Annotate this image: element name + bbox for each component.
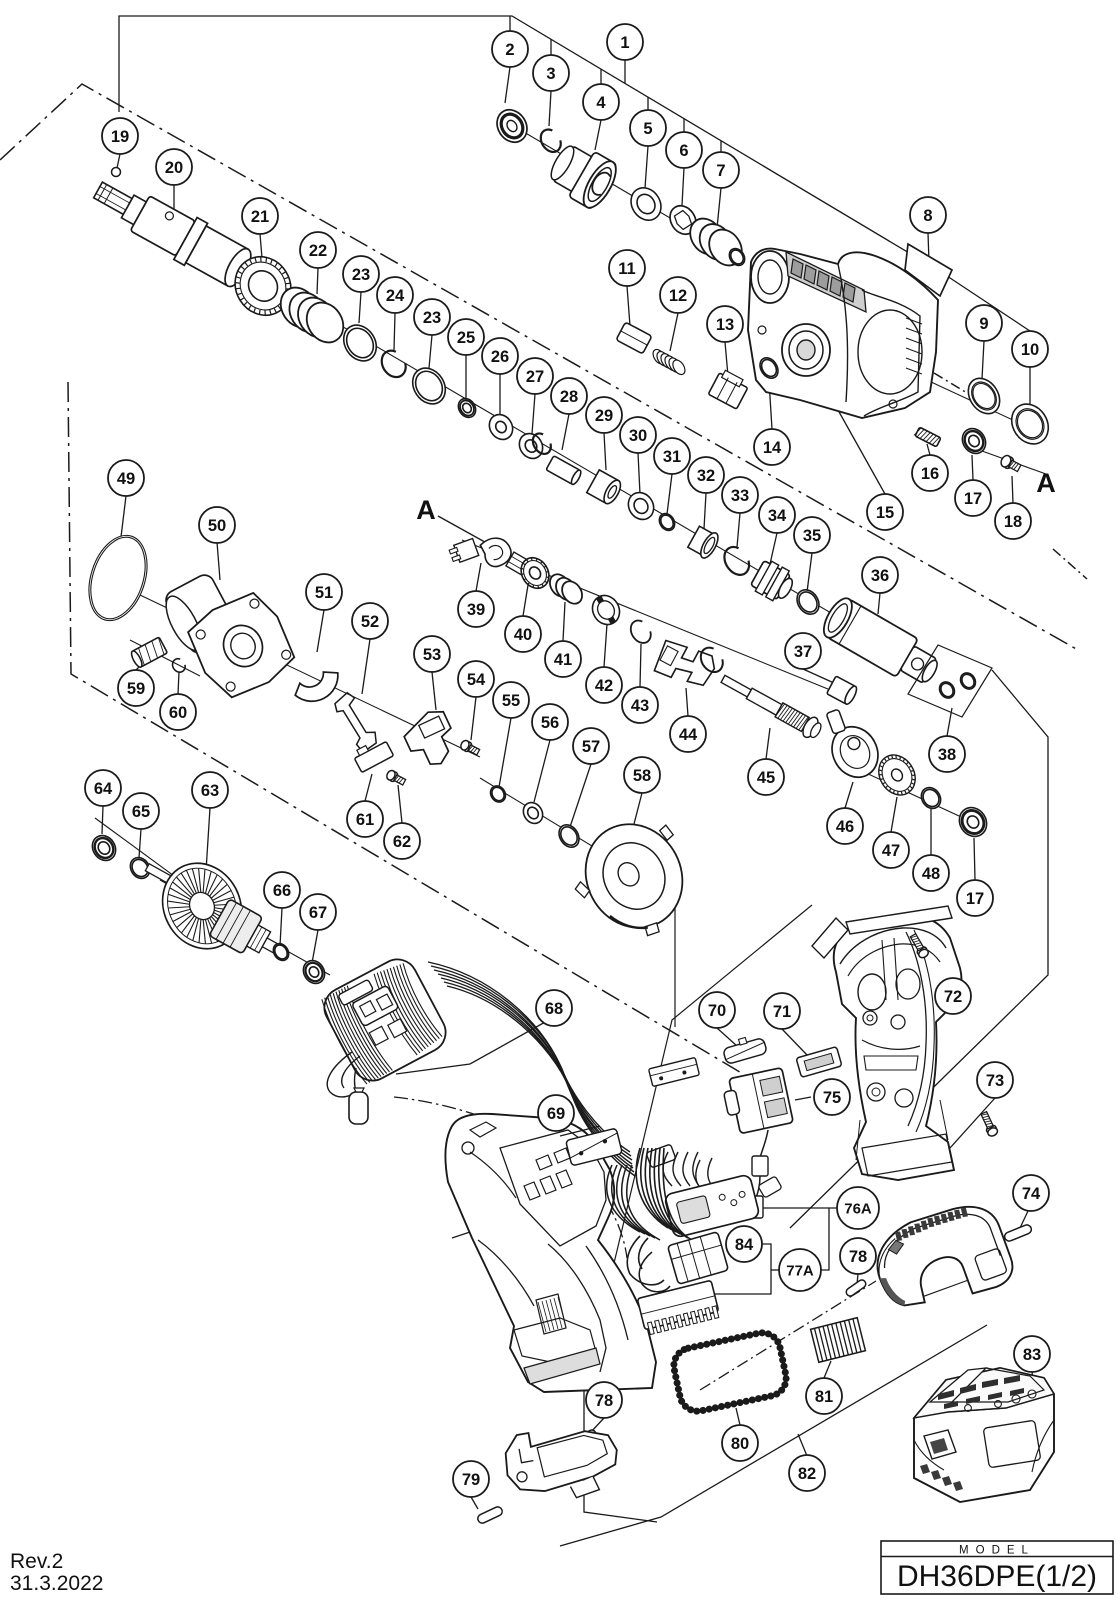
svg-text:27: 27 [526, 368, 544, 386]
svg-text:81: 81 [815, 1388, 833, 1406]
svg-text:29: 29 [595, 407, 613, 425]
svg-text:40: 40 [514, 626, 532, 644]
svg-text:18: 18 [1004, 513, 1022, 531]
svg-text:30: 30 [629, 427, 647, 445]
svg-text:72: 72 [944, 988, 962, 1006]
svg-text:61: 61 [356, 811, 374, 829]
svg-text:6: 6 [679, 142, 688, 160]
svg-text:45: 45 [757, 769, 775, 787]
svg-text:39: 39 [467, 601, 485, 619]
svg-text:52: 52 [361, 613, 379, 631]
svg-text:33: 33 [731, 487, 749, 505]
svg-text:17: 17 [966, 890, 984, 908]
svg-text:8: 8 [923, 207, 932, 225]
svg-text:36: 36 [871, 567, 889, 585]
svg-text:31.3.2022: 31.3.2022 [10, 1572, 103, 1595]
svg-text:23: 23 [352, 266, 370, 284]
svg-text:82: 82 [798, 1465, 816, 1483]
svg-text:11: 11 [618, 260, 635, 278]
svg-text:57: 57 [582, 738, 600, 756]
svg-text:21: 21 [251, 208, 269, 226]
svg-text:4: 4 [596, 94, 606, 112]
svg-text:66: 66 [273, 882, 291, 900]
svg-text:68: 68 [545, 1000, 563, 1018]
svg-text:49: 49 [117, 470, 135, 488]
svg-text:63: 63 [201, 782, 219, 800]
svg-text:Rev.2: Rev.2 [10, 1550, 63, 1573]
svg-text:22: 22 [309, 242, 327, 260]
svg-text:24: 24 [386, 287, 405, 305]
svg-text:2: 2 [505, 41, 514, 59]
svg-text:70: 70 [708, 1002, 726, 1020]
svg-text:28: 28 [560, 388, 578, 406]
svg-text:51: 51 [315, 584, 333, 602]
svg-text:A: A [1036, 468, 1056, 498]
svg-text:78: 78 [849, 1248, 867, 1266]
svg-text:25: 25 [457, 329, 475, 347]
svg-text:62: 62 [393, 833, 411, 851]
svg-text:12: 12 [669, 287, 687, 305]
svg-text:76A: 76A [844, 1200, 872, 1217]
svg-text:73: 73 [986, 1072, 1004, 1090]
svg-text:77A: 77A [786, 1262, 814, 1279]
svg-text:34: 34 [768, 507, 787, 525]
svg-text:59: 59 [127, 680, 145, 698]
svg-text:26: 26 [491, 348, 509, 366]
svg-text:31: 31 [663, 448, 681, 466]
svg-text:32: 32 [697, 467, 715, 485]
svg-text:43: 43 [631, 697, 649, 715]
svg-text:53: 53 [423, 646, 441, 664]
svg-text:74: 74 [1022, 1185, 1041, 1203]
svg-text:DH36DPE(1/2): DH36DPE(1/2) [897, 1560, 1097, 1593]
svg-text:56: 56 [541, 714, 559, 732]
svg-text:60: 60 [169, 704, 187, 722]
svg-text:80: 80 [731, 1435, 749, 1453]
svg-text:42: 42 [595, 677, 613, 695]
svg-text:69: 69 [547, 1105, 565, 1123]
svg-text:75: 75 [823, 1089, 841, 1107]
svg-text:MODEL: MODEL [959, 1545, 1035, 1557]
svg-text:84: 84 [735, 1236, 754, 1254]
svg-text:64: 64 [94, 780, 113, 798]
svg-text:83: 83 [1023, 1346, 1041, 1364]
svg-text:54: 54 [467, 671, 486, 689]
svg-text:50: 50 [208, 517, 226, 535]
svg-text:15: 15 [876, 504, 894, 522]
svg-text:14: 14 [763, 439, 782, 457]
svg-text:10: 10 [1021, 341, 1039, 359]
svg-text:71: 71 [773, 1003, 791, 1021]
svg-text:37: 37 [794, 643, 812, 661]
svg-text:38: 38 [938, 746, 956, 764]
svg-text:16: 16 [921, 465, 939, 483]
svg-text:46: 46 [836, 818, 854, 836]
svg-text:58: 58 [633, 767, 651, 785]
svg-text:35: 35 [803, 527, 821, 545]
svg-text:41: 41 [554, 651, 572, 669]
svg-text:5: 5 [643, 120, 652, 138]
svg-text:47: 47 [882, 842, 900, 860]
svg-text:55: 55 [502, 692, 520, 710]
svg-text:67: 67 [309, 904, 327, 922]
svg-text:1: 1 [620, 34, 629, 52]
svg-text:A: A [416, 495, 436, 525]
svg-text:44: 44 [679, 726, 698, 744]
svg-text:3: 3 [546, 65, 555, 83]
svg-text:48: 48 [922, 865, 940, 883]
svg-text:17: 17 [964, 490, 982, 508]
svg-text:7: 7 [716, 162, 725, 180]
svg-text:9: 9 [979, 315, 988, 333]
svg-text:23: 23 [423, 309, 441, 327]
svg-text:19: 19 [111, 128, 129, 146]
svg-text:78: 78 [595, 1392, 613, 1410]
svg-text:65: 65 [132, 803, 150, 821]
svg-text:79: 79 [462, 1471, 480, 1489]
svg-text:13: 13 [716, 316, 734, 334]
svg-text:20: 20 [165, 159, 183, 177]
